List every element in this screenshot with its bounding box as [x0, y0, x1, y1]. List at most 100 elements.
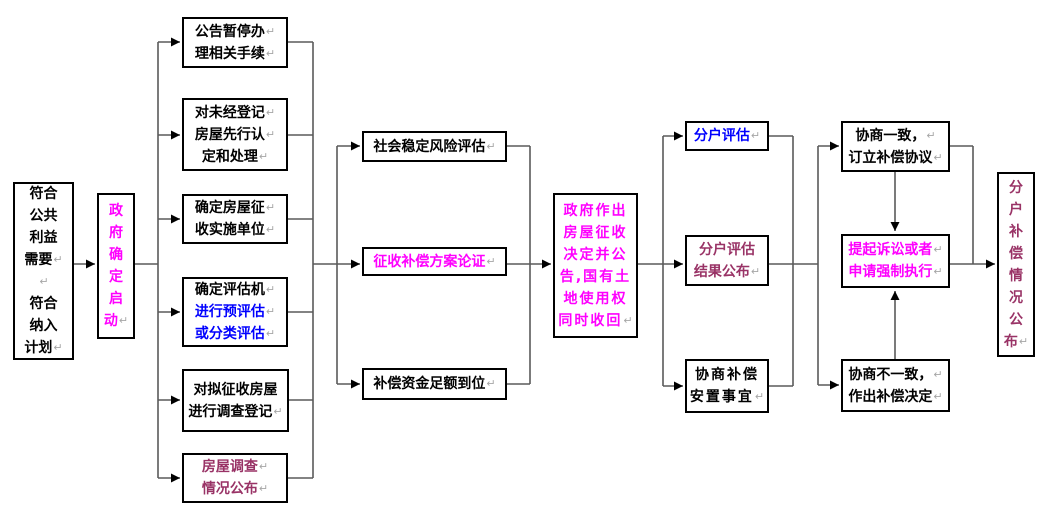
return-mark-icon: ↵ — [1018, 334, 1029, 348]
return-mark-icon: ↵ — [265, 223, 276, 236]
node-text-line: 订立补偿协议↵ — [848, 147, 942, 169]
node-text-line: ↵ — [38, 271, 48, 293]
node-text-line: 情 — [1009, 267, 1023, 284]
node-text-line: 补 — [1009, 223, 1023, 240]
node-compensation-funds-in-place: 补偿资金足额到位↵ — [362, 368, 507, 400]
node-text-line: 定 — [109, 269, 123, 285]
node-text-line: 公告暂停办↵ — [195, 21, 275, 43]
node-text-line: 情况公布↵ — [202, 478, 268, 500]
node-text-line: 纳入 — [29, 318, 58, 334]
return-mark-icon: ↵ — [265, 283, 276, 296]
arrowhead-icon — [830, 141, 839, 151]
node-text-line: 作出补偿决定↵ — [848, 386, 942, 408]
node-text-line: 布↵ — [1004, 331, 1028, 353]
node-text-line: 对拟征收房屋 — [193, 381, 278, 398]
node-text-line: 房屋先行认↵ — [195, 124, 275, 146]
node-negotiate-compensation: 协商补偿安置事宜↵ — [685, 359, 769, 413]
return-mark-icon: ↵ — [265, 201, 276, 214]
arrowhead-icon — [674, 131, 683, 141]
node-determine-implementation-unit: 确定房屋征↵收实施单位↵ — [182, 194, 288, 244]
return-mark-icon: ↵ — [258, 149, 269, 163]
arrowhead-icon — [171, 37, 180, 47]
node-no-agreement-decision: 协商不一致，↵作出补偿决定↵ — [841, 359, 950, 412]
return-mark-icon: ↵ — [750, 129, 761, 142]
node-text-line: 收实施单位↵ — [195, 219, 275, 241]
node-text-line: 分 — [1009, 179, 1023, 196]
node-text-line: 政 — [109, 203, 123, 219]
return-mark-icon: ↵ — [258, 460, 269, 473]
node-text-line: 分户评估↵ — [694, 125, 760, 147]
node-text-line: 进行预评估↵ — [195, 301, 275, 323]
arrowhead-icon — [171, 130, 180, 140]
node-text-line: 利益 — [29, 230, 58, 246]
node-appraisal-results-published: 分户评估结果公布↵ — [685, 235, 769, 286]
node-agreement-reached: 协商一致，↵订立补偿协议↵ — [841, 121, 950, 172]
node-text-line: 征收补偿方案论证↵ — [373, 251, 495, 273]
node-text-line: 提起诉讼或者↵ — [848, 239, 942, 261]
node-survey-results-published: 房屋调查↵情况公布↵ — [182, 453, 288, 503]
arrowhead-icon — [351, 141, 360, 151]
arrowhead-icon — [674, 259, 683, 269]
return-mark-icon: ↵ — [265, 46, 276, 60]
node-text-line: 确定评估机↵ — [195, 279, 275, 301]
return-mark-icon: ↵ — [933, 389, 943, 403]
node-text-line: 确 — [109, 247, 123, 263]
node-text-line: 符合 — [29, 186, 58, 202]
node-text-line: 补偿资金足额到位↵ — [373, 373, 495, 395]
node-text-line: 进行调查登记↵ — [188, 401, 282, 423]
node-text-line: 同时收回↵ — [558, 310, 632, 332]
return-mark-icon: ↵ — [265, 305, 276, 318]
node-text-line: 房屋调查↵ — [202, 456, 268, 478]
node-text-line: 分户评估 — [699, 241, 755, 258]
node-text-line: 定和处理↵ — [202, 146, 268, 168]
return-mark-icon: ↵ — [265, 24, 276, 38]
node-text-line: 计划↵ — [24, 337, 62, 359]
node-text-line: 申请强制执行↵ — [848, 261, 942, 283]
arrowhead-icon — [830, 380, 839, 390]
arrowhead-icon — [890, 222, 900, 231]
node-text-line: 协商不一致，↵ — [848, 364, 942, 386]
return-mark-icon: ↵ — [933, 367, 943, 381]
node-text-line: 动↵ — [104, 310, 128, 332]
arrowhead-icon — [542, 259, 551, 269]
arrowhead-icon — [351, 259, 360, 269]
node-announce-suspend-procedures: 公告暂停办↵理相关手续↵ — [182, 17, 288, 68]
node-text-line: 公共 — [29, 208, 58, 224]
arrowhead-icon — [86, 259, 95, 269]
node-text-line: 户 — [1009, 201, 1023, 218]
return-mark-icon: ↵ — [933, 243, 943, 256]
return-mark-icon: ↵ — [623, 313, 633, 327]
return-mark-icon: ↵ — [53, 341, 63, 354]
node-text-line: 告,国有土 — [559, 268, 632, 285]
arrowhead-icon — [171, 307, 180, 317]
node-text-line: 公 — [1009, 311, 1023, 328]
return-mark-icon: ↵ — [926, 128, 936, 142]
node-text-line: 理相关手续↵ — [195, 43, 275, 65]
arrowhead-icon — [171, 473, 180, 483]
node-text-line: 府 — [109, 225, 123, 241]
node-text-line: 确定房屋征↵ — [195, 197, 275, 219]
node-litigation-or-enforcement: 提起诉讼或者↵申请强制执行↵ — [841, 234, 950, 288]
arrowhead-icon — [986, 259, 995, 269]
node-household-appraisal: 分户评估↵ — [685, 121, 769, 151]
node-text-line: 安置事宜↵ — [690, 386, 764, 408]
node-text-line: 决定并公 — [563, 246, 628, 263]
node-gov-expropriation-decision: 政府作出房屋征收决定并公告,国有土地使用权同时收回↵ — [553, 193, 638, 338]
return-mark-icon: ↵ — [118, 314, 129, 327]
node-text-line: 偿 — [1009, 245, 1023, 262]
arrowhead-icon — [171, 214, 180, 224]
node-household-compensation-published: 分户补偿情况公布↵ — [997, 172, 1035, 357]
node-determine-appraisal-agency: 确定评估机↵进行预评估↵或分类评估↵ — [182, 277, 288, 347]
node-text-line: 结果公布↵ — [694, 261, 760, 283]
return-mark-icon: ↵ — [265, 105, 276, 119]
return-mark-icon: ↵ — [486, 377, 496, 390]
node-gov-confirms-start: 政府确定启动↵ — [97, 193, 135, 339]
node-social-stability-risk-assessment: 社会稳定风险评估↵ — [362, 131, 507, 162]
return-mark-icon: ↵ — [273, 404, 283, 418]
node-text-line: 启 — [109, 291, 123, 307]
node-text-line: 地使用权 — [563, 290, 628, 307]
node-text-line: 协商一致，↵ — [855, 125, 935, 147]
arrowhead-icon — [171, 395, 180, 405]
